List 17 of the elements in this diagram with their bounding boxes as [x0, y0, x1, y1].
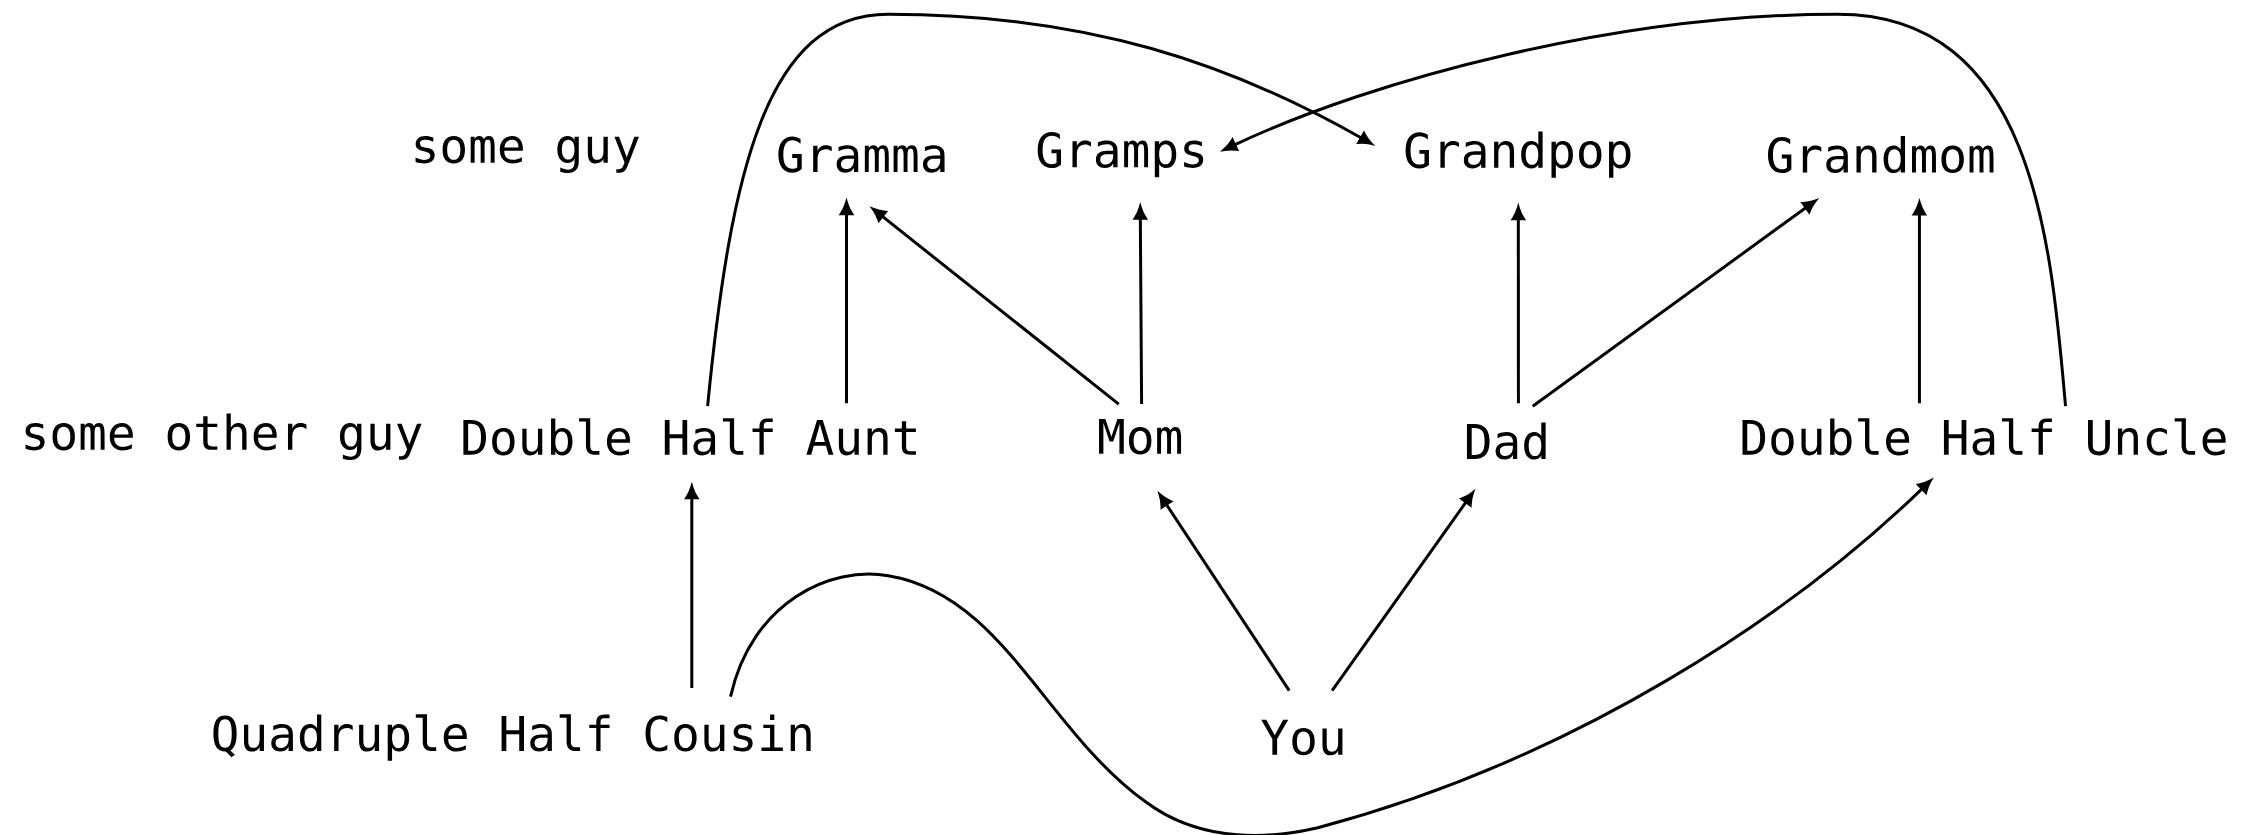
- arrow: [729, 479, 1932, 835]
- arrow: [1133, 205, 1147, 405]
- name-label: Mom: [1099, 419, 1182, 455]
- name-label: some guy: [415, 136, 639, 174]
- name-label: Gramma: [778, 136, 945, 173]
- name-label: some other guy: [25, 413, 422, 461]
- arrow: [1330, 491, 1474, 692]
- name-label: You: [1261, 719, 1343, 756]
- arrow: [706, 12, 1373, 407]
- arrow: [685, 485, 699, 688]
- name-label: Gramps: [1037, 131, 1204, 178]
- name-label: Double Half Uncle: [1742, 418, 2226, 456]
- name-label: Dad: [1466, 422, 1546, 460]
- name-label: Quadruple Half Cousin: [213, 714, 811, 761]
- name-label: Double Half Aunt: [463, 418, 916, 456]
- arrow: [1158, 493, 1291, 692]
- arrow: [872, 207, 1120, 406]
